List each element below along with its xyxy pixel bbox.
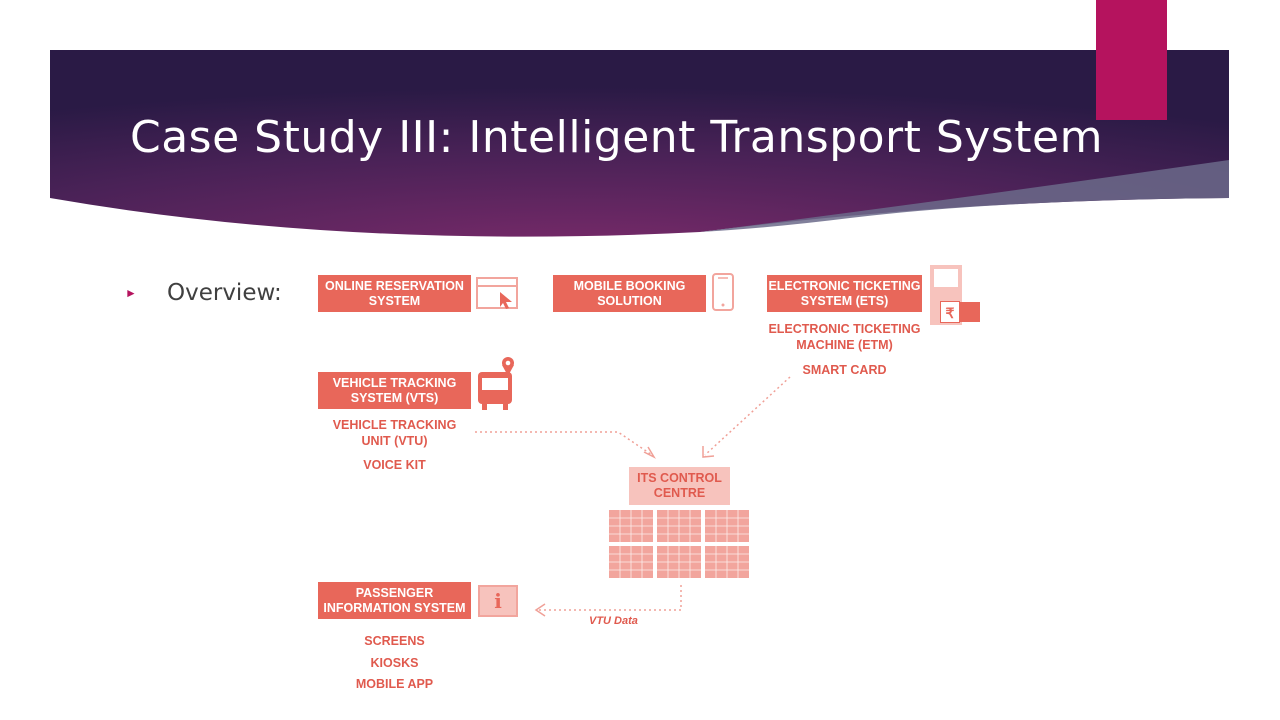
info-symbol: i	[494, 589, 502, 613]
bus-icon	[478, 357, 514, 410]
browser-icon	[476, 277, 518, 309]
vts-box: VEHICLE TRACKING SYSTEM (VTS)	[318, 372, 471, 409]
mobile-app-label: MOBILE APP	[355, 677, 434, 691]
bullet-arrow-icon: ►	[125, 286, 137, 300]
overview-label: Overview:	[167, 280, 282, 306]
etm-label: ELECTRONIC TICKETING MACHINE (ETM)	[768, 322, 921, 352]
title-banner	[50, 50, 1229, 240]
voice-kit-label: VOICE KIT	[363, 458, 426, 472]
slide-title: Case Study III: Intelligent Transport Sy…	[130, 112, 1103, 163]
online-reservation-box: ONLINE RESERVATION SYSTEM	[318, 275, 471, 312]
screens-label: SCREENS	[364, 634, 425, 648]
mobile-booking-box: MOBILE BOOKING SOLUTION	[553, 275, 706, 312]
vtu-label: VEHICLE TRACKING UNIT (VTU)	[332, 418, 457, 448]
smart-card-label: SMART CARD	[802, 363, 887, 377]
ets-box: ELECTRONIC TICKETING SYSTEM (ETS)	[767, 275, 922, 312]
info-board-icon	[478, 585, 518, 617]
rupee-symbol: ₹	[940, 301, 960, 323]
diagram-graphics	[475, 265, 980, 617]
vtu-data-label: VTU Data	[589, 615, 638, 627]
accent-tab	[1096, 0, 1167, 120]
kiosks-label: KIOSKS	[370, 656, 419, 670]
its-diagram: ₹ i ONLINE RESERVATION SYSTEM MOBILE BOO…	[300, 250, 1000, 710]
mobile-phone-icon	[712, 273, 734, 311]
pis-box: PASSENGER INFORMATION SYSTEM	[318, 582, 471, 619]
its-control-centre-box: ITS CONTROL CENTRE	[629, 467, 730, 505]
